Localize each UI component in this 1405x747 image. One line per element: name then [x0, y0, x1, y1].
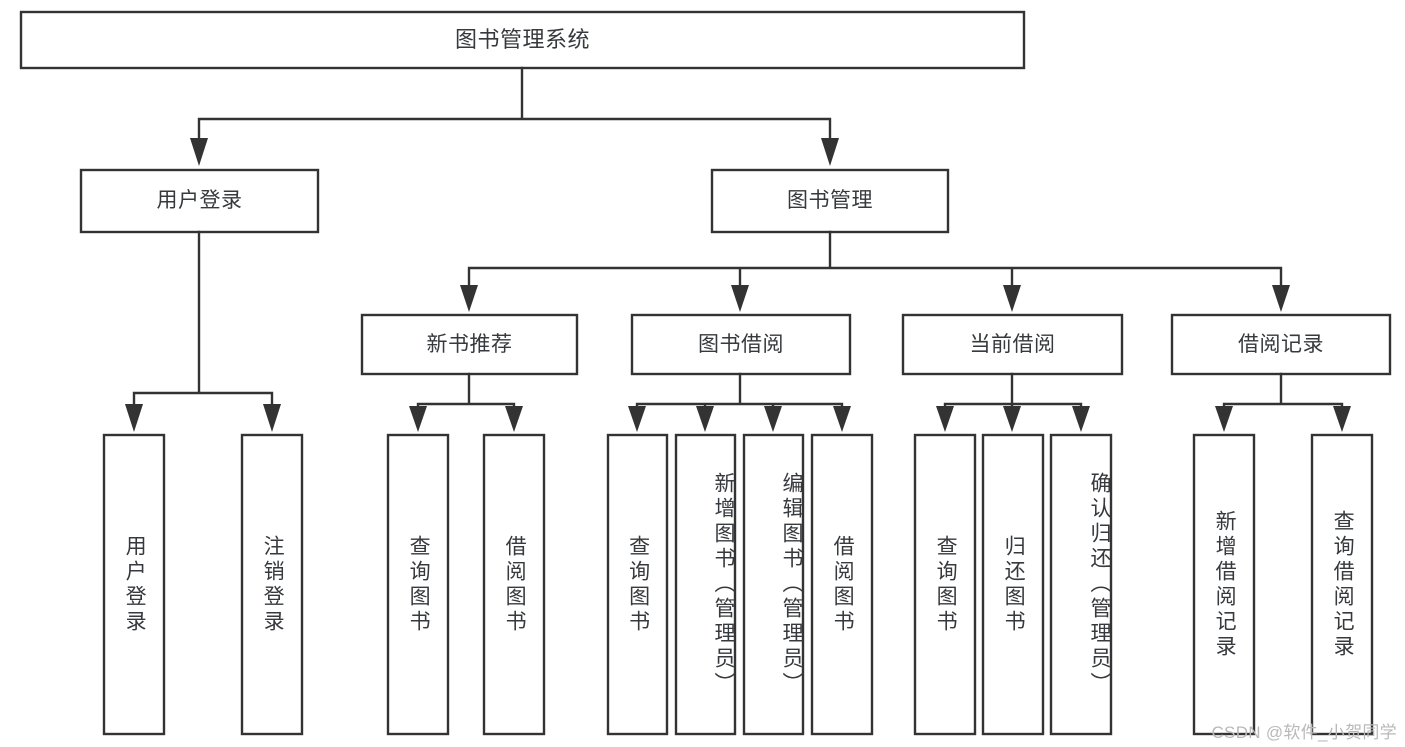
arrow-to-leaf-confirm-return-admin [1072, 406, 1090, 432]
connector-root-bus [197, 66, 832, 142]
arrow-to-user-login [190, 138, 208, 166]
node-box-book-borrow[interactable] [630, 313, 852, 376]
arrow-to-book-borrow [731, 285, 749, 312]
watermark-text: CSDN @软件_小贺同学 [1211, 723, 1397, 742]
arrow-to-leaf-add-book-admin [696, 406, 714, 432]
node-box-current-borrow[interactable] [901, 313, 1124, 376]
arrow-to-leaf-borrow-book [833, 406, 851, 432]
leaf-box-query-book-recommend[interactable] [386, 433, 450, 736]
arrow-to-leaf-query-book-borrow [628, 406, 646, 432]
node-box-book-management[interactable] [710, 168, 950, 234]
arrow-to-leaf-add-borrow-record [1215, 406, 1233, 432]
arrow-to-leaf-return-book [1003, 406, 1021, 432]
leaf-box-confirm-return-admin[interactable] [1049, 433, 1113, 736]
arrow-to-borrow-record [1272, 285, 1290, 312]
arrow-to-new-book-recommend [460, 285, 478, 312]
leaf-box-query-book-current[interactable] [913, 433, 977, 736]
arrow-to-leaf-query-book-current [936, 406, 954, 432]
leaf-box-return-book[interactable] [981, 433, 1045, 736]
leaf-box-logout[interactable] [240, 433, 304, 736]
arrow-to-leaf-query-borrow-record [1333, 406, 1351, 432]
connector-borrow-record-bus [1222, 372, 1344, 414]
node-box-user-login[interactable] [79, 168, 320, 234]
node-box-root[interactable] [19, 10, 1026, 70]
leaf-box-query-book-borrow[interactable] [606, 433, 669, 736]
leaf-box-borrow-book[interactable] [810, 433, 874, 736]
connector-user-login-bus [132, 230, 274, 408]
leaf-box-borrow-book-recommend[interactable] [482, 433, 546, 736]
leaf-box-user-login[interactable] [102, 433, 166, 736]
connector-book-borrow-bus [635, 372, 844, 414]
arrow-to-leaf-query-book-recommend [409, 406, 427, 432]
arrow-to-book-management [821, 138, 839, 166]
leaf-box-add-book-admin[interactable] [674, 433, 737, 736]
leaf-box-query-borrow-record[interactable] [1310, 433, 1374, 736]
arrow-to-leaf-user-login [125, 404, 143, 432]
arrow-to-leaf-borrow-book-recommend [505, 406, 523, 432]
arrow-to-leaf-edit-book-admin [764, 406, 782, 432]
leaf-box-edit-book-admin[interactable] [742, 433, 805, 736]
connector-new-book-recommend-bus [416, 372, 516, 414]
arrow-to-current-borrow [1003, 285, 1021, 312]
connector-book-management-bus [467, 230, 1283, 290]
node-box-borrow-record[interactable] [1170, 313, 1392, 376]
leaf-box-add-borrow-record[interactable] [1192, 433, 1256, 736]
node-box-new-book-recommend[interactable] [360, 313, 579, 376]
arrow-to-leaf-logout [263, 404, 281, 432]
